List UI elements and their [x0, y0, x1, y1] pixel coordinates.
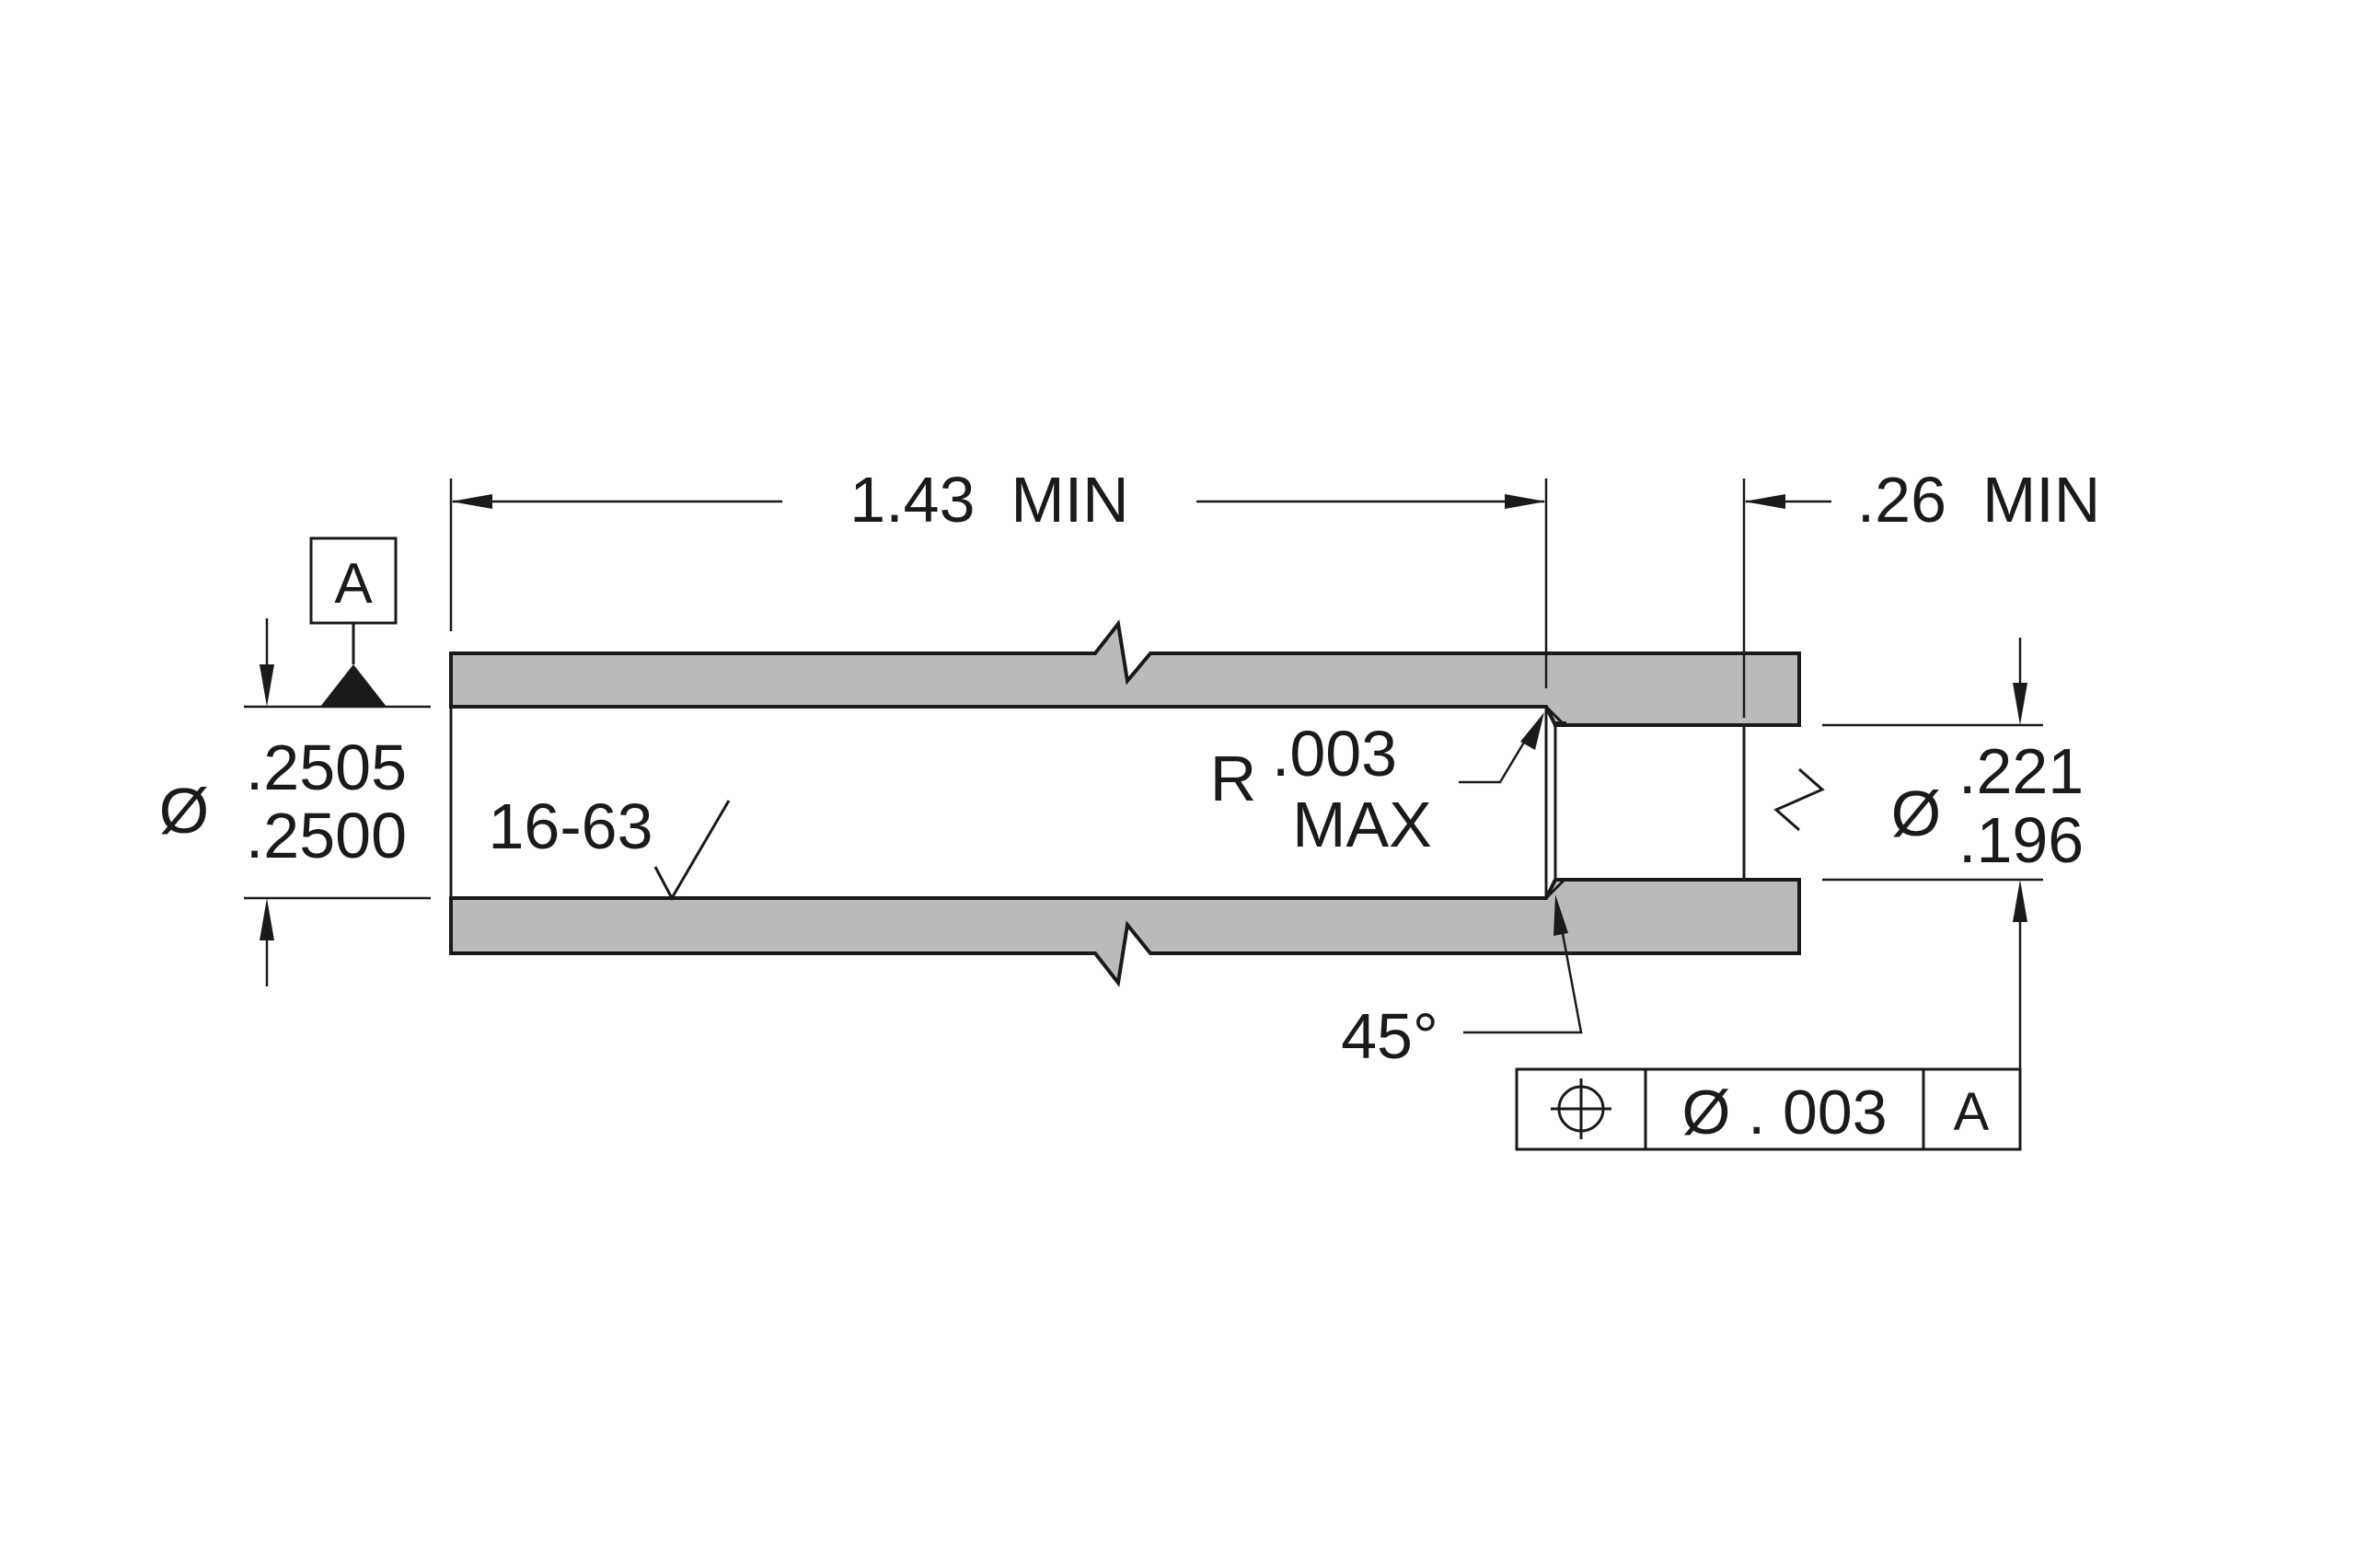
feature-control-frame: Ø . 003 A [1515, 1067, 2022, 1151]
dim-length-main: 1.43 MIN [449, 464, 1548, 688]
chamfer-angle: 45° [1341, 1000, 1438, 1072]
tube-upper-wall [449, 619, 1801, 727]
fcf-tolerance: Ø . 003 [1681, 1078, 1887, 1147]
fcf-datum-ref: A [1954, 1082, 1990, 1142]
position-icon [1551, 1078, 1611, 1139]
radius-qualifier: MAX [1292, 789, 1432, 860]
break-mark [1773, 767, 1825, 832]
radius-callout: R .003 MAX [1210, 712, 1544, 860]
tube-lower-wall [449, 878, 1801, 987]
surface-finish-label: 16-63 [488, 790, 653, 862]
bore-dia-symbol: Ø [159, 775, 209, 847]
radius-value: .003 [1272, 718, 1397, 790]
tube-body [449, 619, 1801, 987]
bore-upper-limit: .2505 [246, 732, 407, 803]
end-lower-limit: .196 [1958, 804, 2084, 876]
dim-length-end: .26 MIN [1742, 464, 2101, 718]
bore-lower-limit: .2500 [246, 800, 407, 871]
surface-finish: 16-63 [488, 790, 731, 902]
end-upper-limit: .221 [1958, 735, 2084, 807]
bore-lines [449, 705, 1825, 900]
dim-bore-diameter: Ø .2505 .2500 [159, 618, 431, 986]
radius-prefix: R [1210, 743, 1257, 814]
datum-triangle-icon [320, 664, 387, 707]
end-dia-symbol: Ø [1891, 778, 1941, 849]
length-main-label: 1.43 MIN [849, 464, 1128, 536]
datum-feature: A [309, 536, 398, 707]
surface-finish-icon [653, 800, 731, 902]
datum-label: A [334, 552, 373, 616]
dim-end-diameter: Ø .221 .196 [1822, 638, 2084, 1109]
length-end-label: .26 MIN [1857, 464, 2101, 536]
chamfer-callout: 45° [1341, 894, 1583, 1072]
